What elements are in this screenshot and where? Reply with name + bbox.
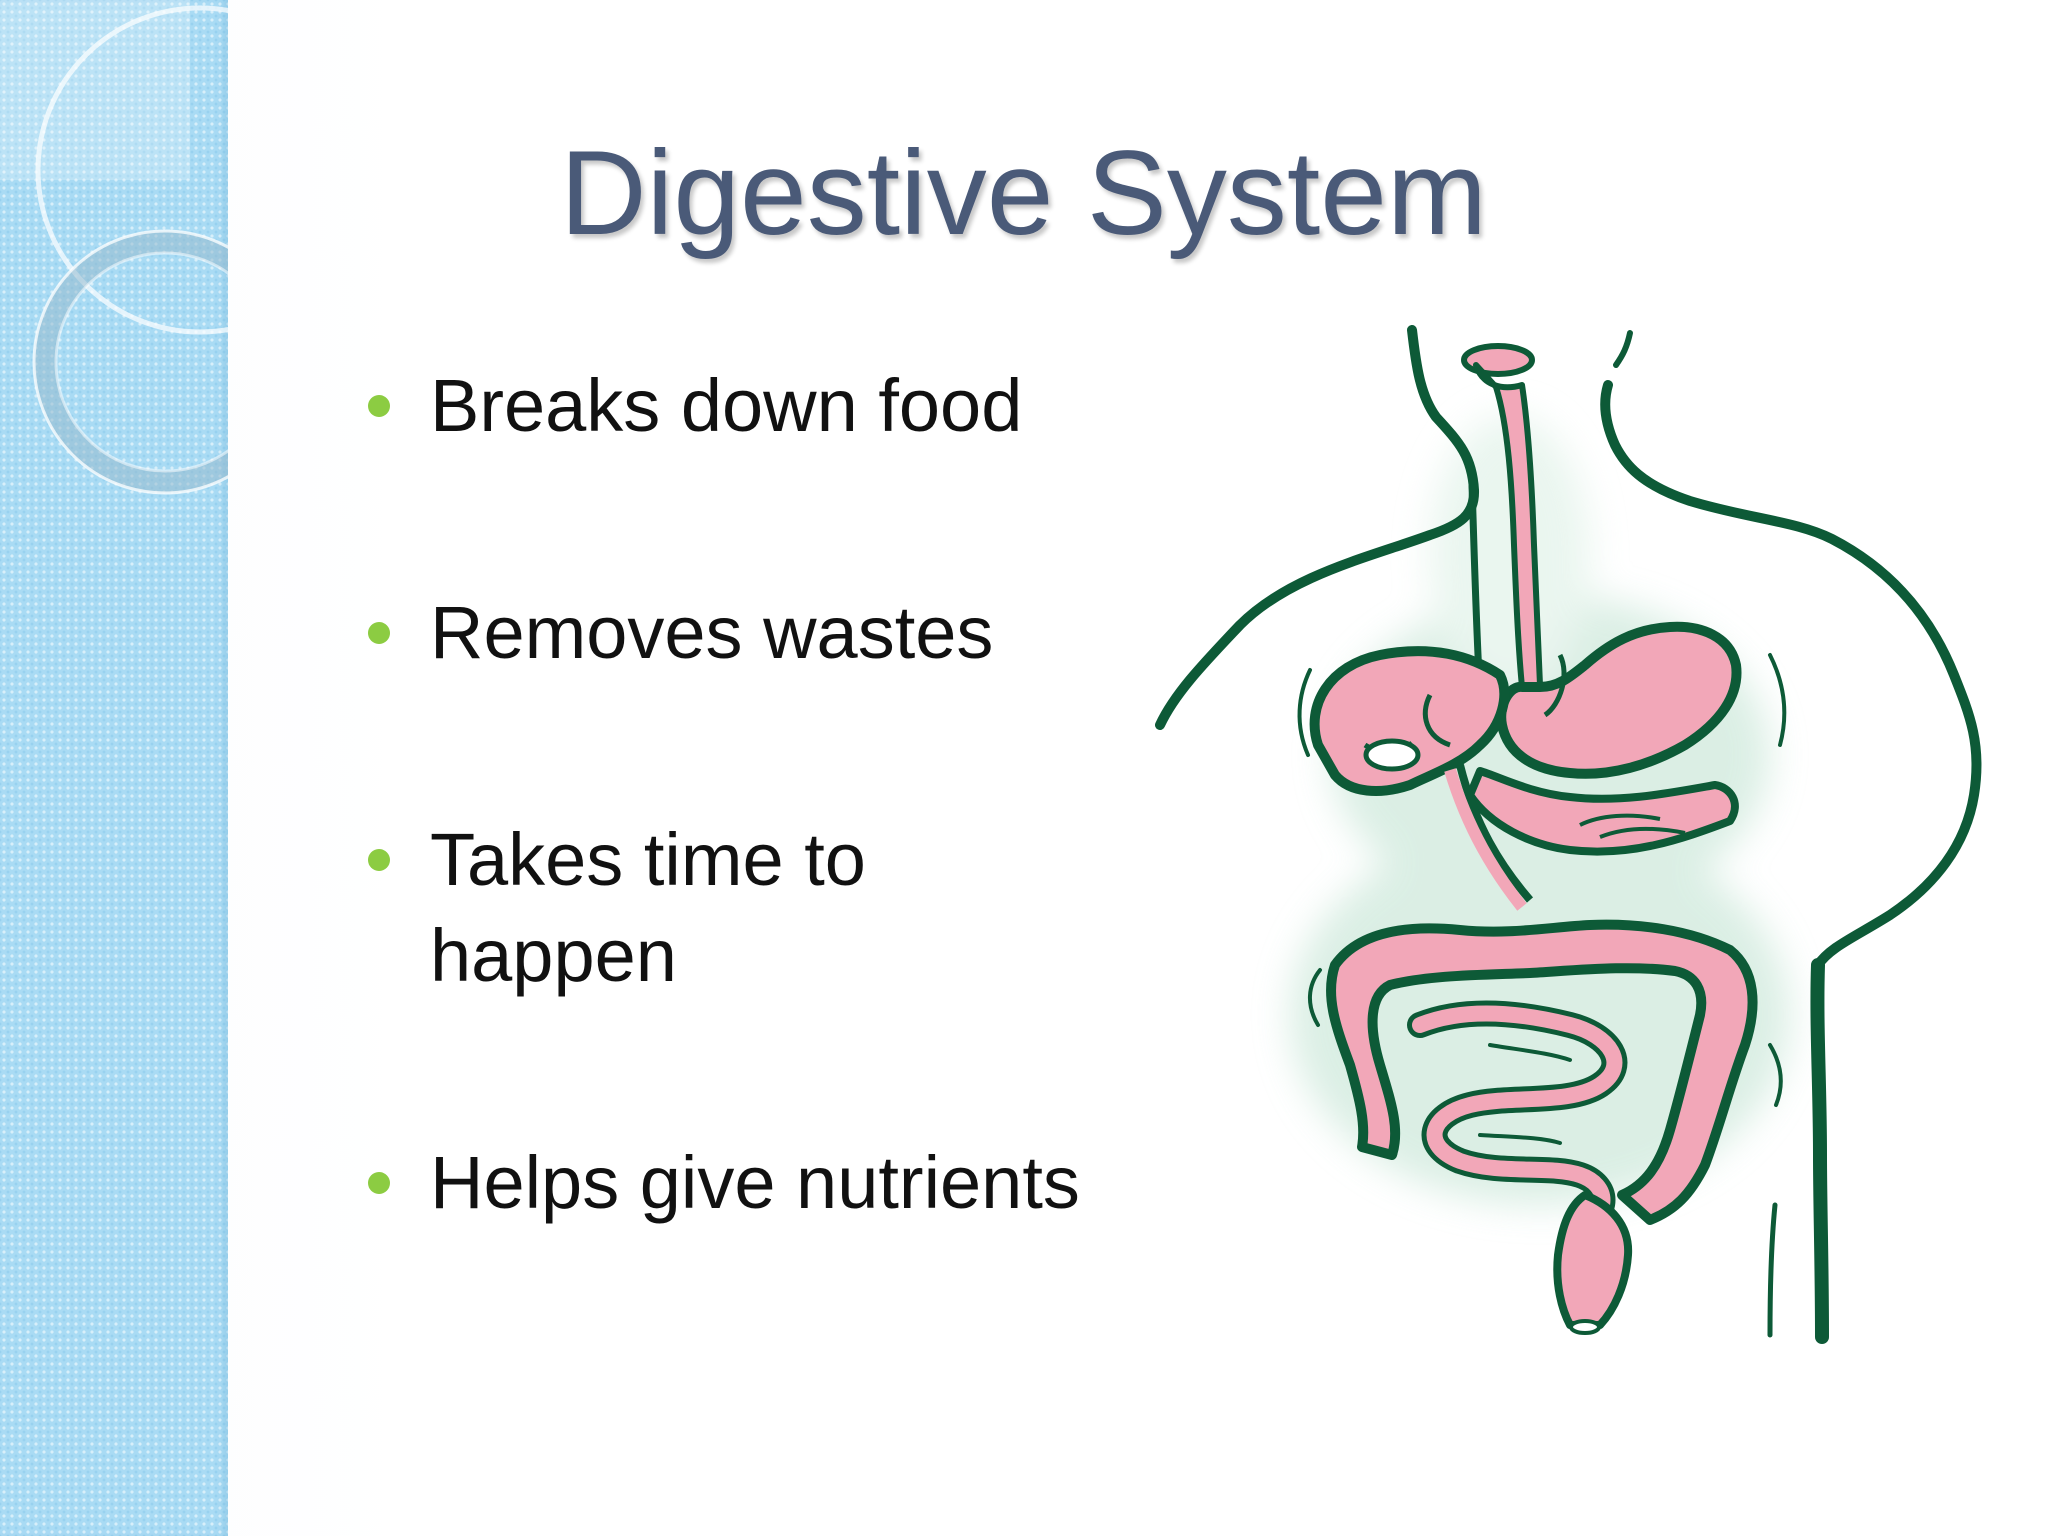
bullet-text: Breaks down food (430, 364, 1023, 447)
decorative-rings-icon (0, 0, 228, 495)
bullet-text: Takes time to happen (430, 818, 866, 997)
bullet-item: Breaks down food (360, 358, 1120, 454)
bullet-list: Breaks down food Removes wastes Takes ti… (360, 358, 1120, 1231)
bullet-text: Removes wastes (430, 591, 994, 674)
bullet-dot-icon (368, 849, 390, 871)
slide-title: Digestive System (560, 126, 1487, 260)
bullet-dot-icon (368, 395, 390, 417)
rectum (1553, 1191, 1633, 1335)
pancreas (1444, 764, 1739, 911)
bullet-dot-icon (368, 622, 390, 644)
body-outline (1155, 325, 1982, 1344)
motion-lines (1297, 653, 1787, 1107)
bullet-item: Removes wastes (360, 585, 1120, 681)
bullet-dot-icon (368, 1172, 390, 1194)
stomach (1496, 621, 1742, 779)
decorative-side-band (0, 0, 228, 1536)
bullet-item: Takes time to happen (360, 812, 1120, 1004)
bullet-item: Helps give nutrients (360, 1135, 1120, 1231)
small-intestine (1407, 1000, 1628, 1238)
digestive-system-illustration (1155, 325, 1982, 1344)
liver (1309, 646, 1510, 796)
large-intestine (1325, 919, 1758, 1225)
bullet-text: Helps give nutrients (430, 1141, 1080, 1224)
